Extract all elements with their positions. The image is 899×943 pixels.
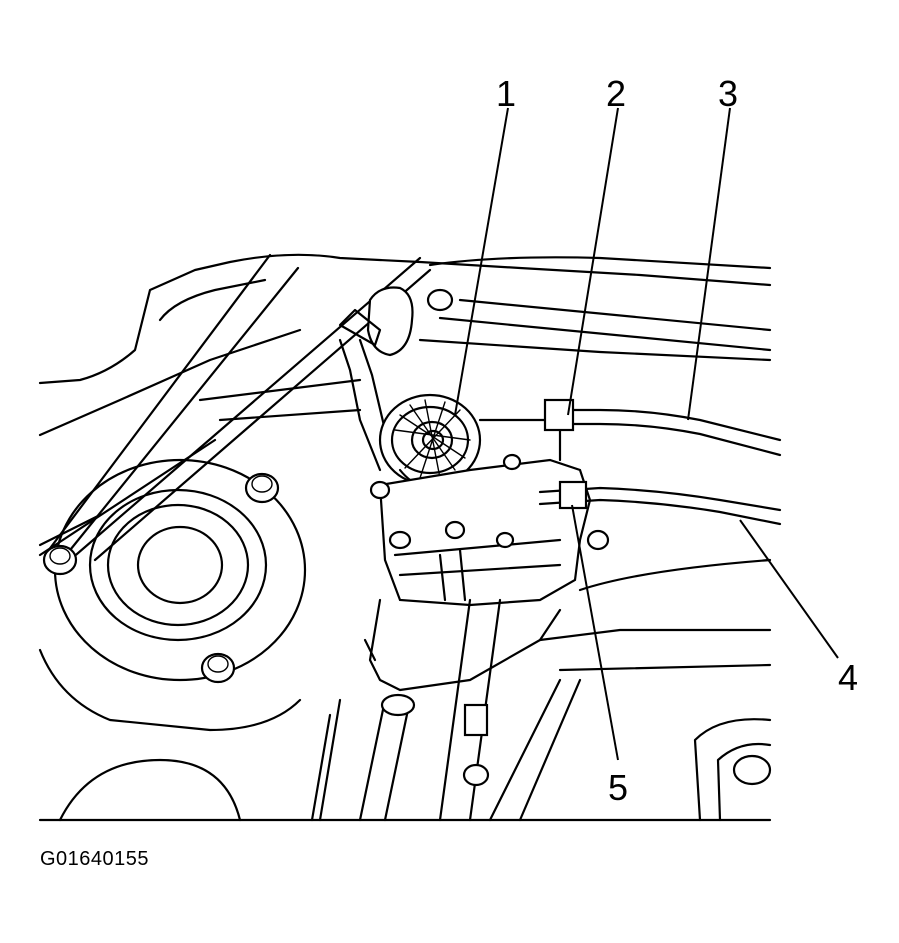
strut-mount: [42, 458, 307, 684]
leader-line-4: [739, 519, 839, 659]
mount-nut: [200, 652, 236, 684]
mount-nut: [244, 472, 280, 504]
leader-lines: [454, 107, 839, 761]
callout-1: 1: [496, 73, 516, 114]
leader-line-1: [454, 107, 509, 416]
leader-line-3: [687, 107, 731, 421]
leader-line-5: [571, 504, 619, 761]
mount-nut: [42, 544, 78, 576]
lower-right-tower: [58, 718, 772, 822]
figure-id: G01640155: [40, 848, 150, 870]
lower-linkage: [310, 598, 582, 822]
leader-line-2: [567, 107, 619, 416]
actuator-motor: [378, 393, 562, 497]
cables: [538, 398, 782, 526]
body-panels: [38, 253, 772, 822]
callout-5: 5: [608, 767, 628, 808]
callout-3: 3: [718, 73, 738, 114]
callout-4: 4: [838, 657, 858, 698]
actuator-housing: [369, 453, 610, 607]
callout-2: 2: [606, 73, 626, 114]
callout-labels: 1 2 3 4 5: [496, 73, 858, 808]
upper-bracket: [338, 286, 454, 472]
